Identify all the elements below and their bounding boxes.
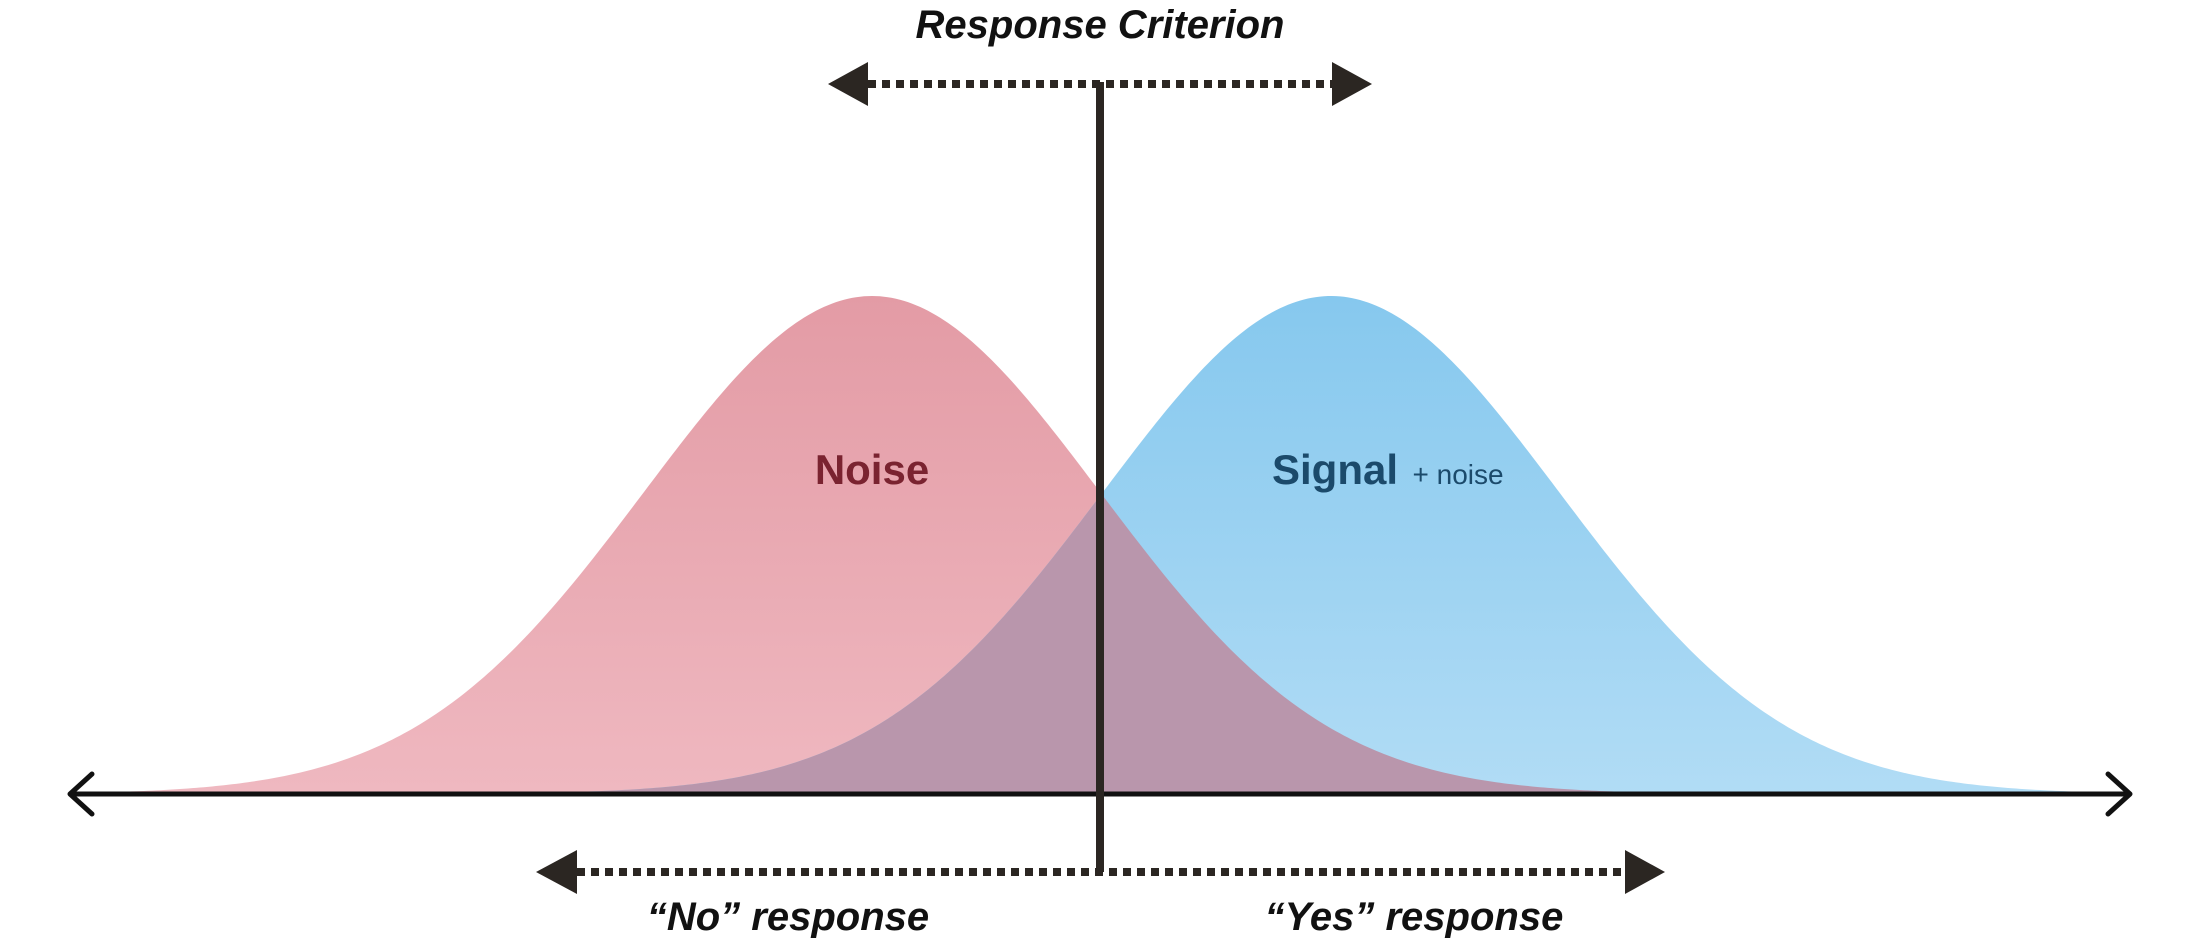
criterion-shift-left-arrowhead: [828, 62, 868, 106]
no-response-label: “No” response: [647, 895, 929, 938]
criterion-shift-right-arrowhead: [1332, 62, 1372, 106]
axis-right-arrowhead: [2105, 771, 2133, 817]
yes-response-label: “Yes” response: [1265, 895, 1564, 938]
noise-label: Noise: [815, 446, 929, 493]
axis-left-arrowhead: [67, 771, 95, 817]
criterion-title: Response Criterion: [916, 3, 1285, 47]
signal-label-main: Signal: [1272, 446, 1398, 493]
yes-response-arrowhead: [1625, 850, 1665, 894]
signal-label-sub: + noise: [1412, 459, 1503, 490]
no-response-arrowhead: [536, 850, 577, 894]
signal-label: Signal + noise: [1272, 446, 1504, 493]
